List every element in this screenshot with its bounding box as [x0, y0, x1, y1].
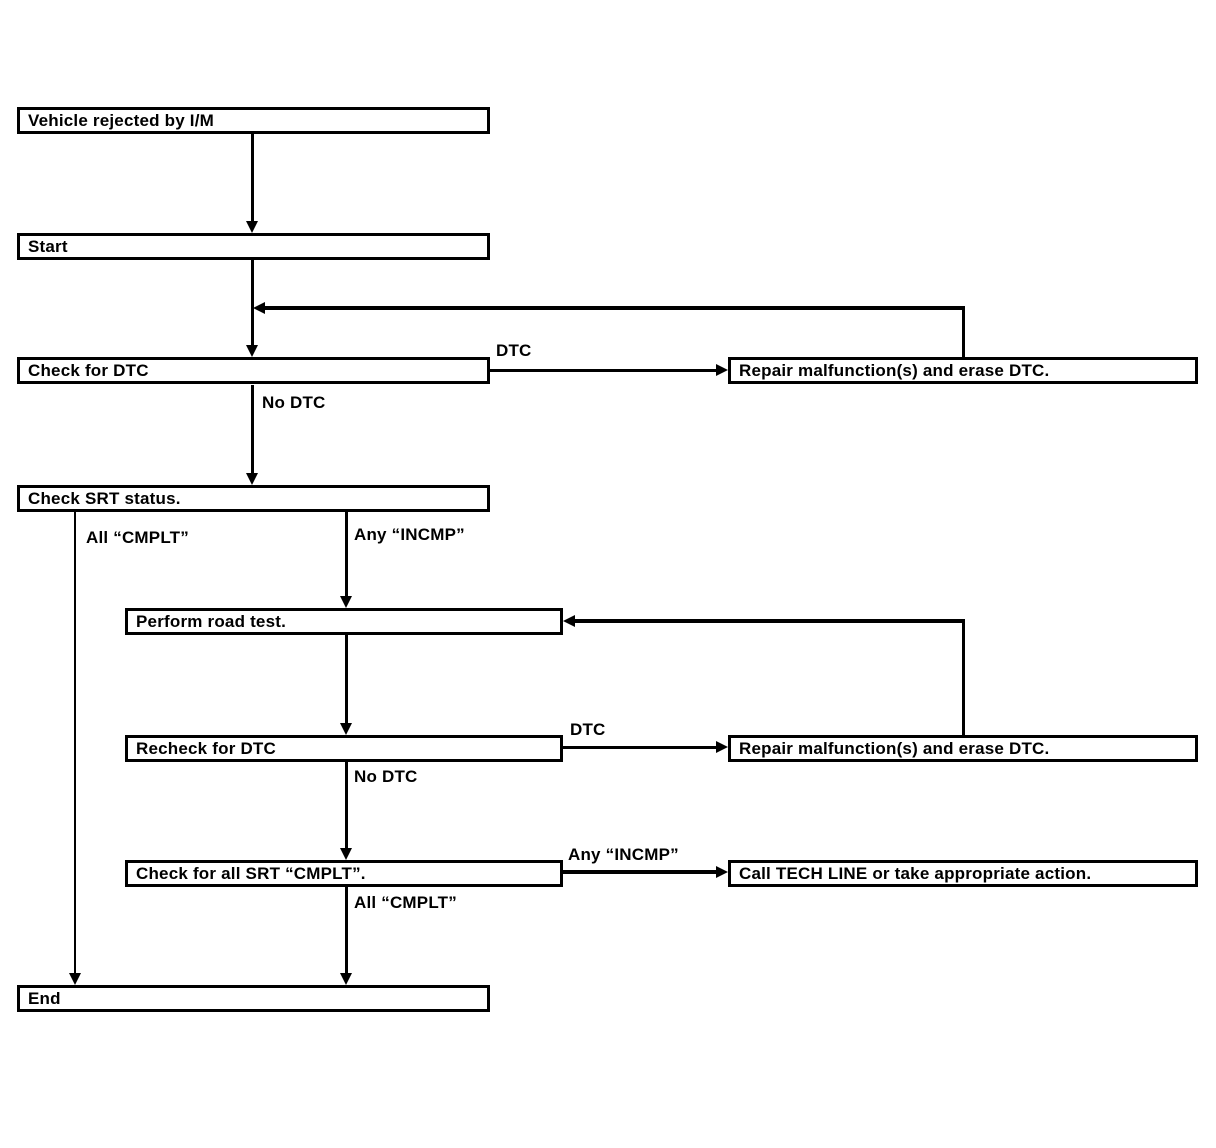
edge-repair2-loop-vertical-line	[962, 621, 965, 735]
edge-label-any-incmp-2: Any “INCMP”	[568, 845, 679, 864]
edge-roadtest-recheck-line	[345, 635, 348, 724]
edge-recheck-repair2-line	[563, 746, 718, 749]
edge-recheck-repair2-arrowhead	[716, 741, 728, 753]
edge-checkall-end-line	[345, 887, 348, 974]
edge-checksrt-roadtest-arrowhead	[340, 596, 352, 608]
edge-checksrt-end-line	[74, 512, 76, 973]
edge-label-all-cmplt-2: All “CMPLT”	[354, 893, 457, 912]
edge-checkall-techline-line	[563, 870, 718, 874]
edge-checkall-techline-arrowhead	[716, 866, 728, 878]
edge-recheck-checkall-arrowhead	[340, 848, 352, 860]
edge-vehicle-start-arrowhead	[246, 221, 258, 233]
edge-label-no-dtc-1: No DTC	[262, 393, 326, 412]
edge-label-all-cmplt-1: All “CMPLT”	[86, 528, 189, 547]
edge-repair2-loop-arrowhead	[563, 615, 575, 627]
edge-checkdtc-repair1-arrowhead	[716, 364, 728, 376]
edge-roadtest-recheck-arrowhead	[340, 723, 352, 735]
node-check-for-dtc: Check for DTC	[17, 357, 490, 384]
edge-repair1-loop-horizontal-line	[262, 306, 965, 310]
edge-checkdtc-checksrt-line	[251, 385, 254, 474]
edge-checkdtc-checksrt-arrowhead	[246, 473, 258, 485]
node-start: Start	[17, 233, 490, 260]
edge-label-dtc-1: DTC	[496, 341, 532, 360]
edge-recheck-checkall-line	[345, 762, 348, 849]
edge-checkall-end-arrowhead	[340, 973, 352, 985]
node-vehicle-rejected: Vehicle rejected by I/M	[17, 107, 490, 134]
edge-label-dtc-2: DTC	[570, 720, 606, 739]
edge-label-any-incmp-1: Any “INCMP”	[354, 525, 465, 544]
node-recheck-for-dtc: Recheck for DTC	[125, 735, 563, 762]
node-call-tech-line: Call TECH LINE or take appropriate actio…	[728, 860, 1198, 887]
edge-repair1-loop-vertical-line	[962, 308, 965, 357]
edge-start-checkdtc-arrowhead	[246, 345, 258, 357]
edge-checksrt-roadtest-line	[345, 512, 348, 597]
node-repair-erase-dtc-2: Repair malfunction(s) and erase DTC.	[728, 735, 1198, 762]
node-perform-road-test: Perform road test.	[125, 608, 563, 635]
node-check-all-srt-cmplt: Check for all SRT “CMPLT”.	[125, 860, 563, 887]
edge-checkdtc-repair1-line	[490, 369, 718, 372]
edge-repair1-loop-arrowhead	[253, 302, 265, 314]
node-check-srt-status: Check SRT status.	[17, 485, 490, 512]
node-end: End	[17, 985, 490, 1012]
edge-vehicle-start-line	[251, 134, 254, 222]
node-repair-erase-dtc-1: Repair malfunction(s) and erase DTC.	[728, 357, 1198, 384]
edge-start-checkdtc-line	[251, 260, 254, 346]
edge-repair2-loop-horizontal-line	[574, 619, 965, 623]
edge-checksrt-end-arrowhead	[69, 973, 81, 985]
edge-label-no-dtc-2: No DTC	[354, 767, 418, 786]
